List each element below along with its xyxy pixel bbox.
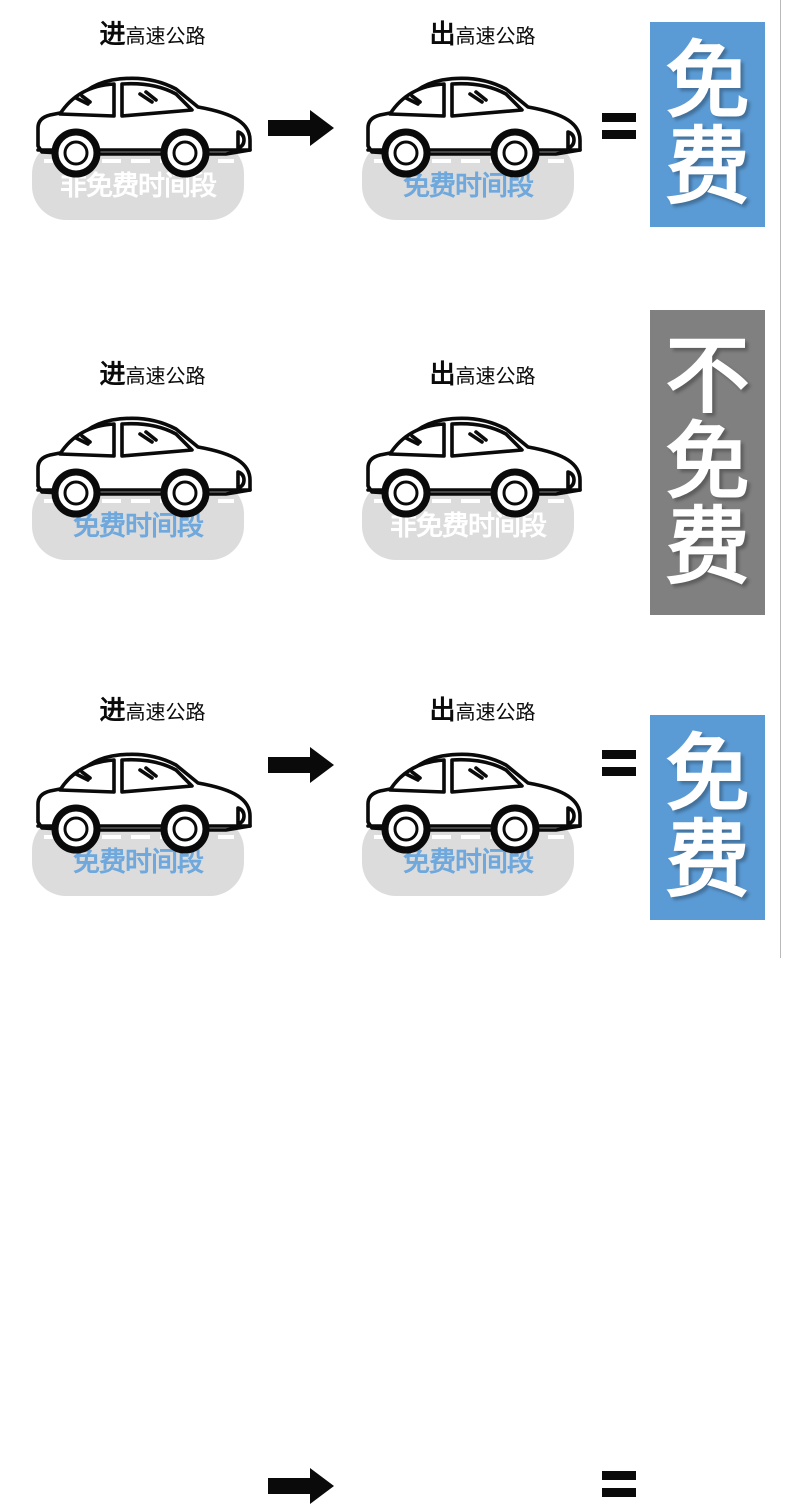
enter-title-suffix: 高速公路 [125,24,206,48]
result-char: 免 [665,724,750,823]
rule-row-1: 进高速公路 非免费时间段 [0,0,787,290]
exit-title-row1: 出高速公路 [360,22,605,48]
exit-scene-row1: 出高速公路 免费时间段 [360,22,605,237]
enter-title-row3: 进高速公路 [30,698,275,724]
result-char: 费 [665,810,750,909]
enter-scene-row3: 进高速公路 免费时间段 [30,698,275,913]
enter-title-suffix: 高速公路 [125,364,206,388]
road-period-label: 非免费时间段 [390,511,547,542]
equals-icon [602,113,636,139]
result-char: 不 [665,326,750,425]
equals-icon [602,1471,636,1497]
exit-title-suffix: 高速公路 [455,24,536,48]
enter-scene-row1: 进高速公路 非免费时间段 [30,22,275,237]
lane-dashes-icon [44,835,234,839]
lane-dashes-icon [374,159,564,163]
lane-dashes-icon [374,499,564,503]
exit-title-prefix: 出 [429,20,456,50]
car-icon [36,416,252,518]
car-icon [36,76,252,178]
result-char: 免 [665,412,750,511]
arrow-right-icon [268,1466,334,1506]
result-badge-row2: 不 免 费 [650,310,765,615]
lane-dashes-icon [374,835,564,839]
enter-title-prefix: 进 [99,360,126,390]
equals-icon [602,750,636,776]
rule-row-2: 进高速公路 免费时间段 [0,290,787,783]
result-char: 费 [665,498,750,597]
exit-title-prefix: 出 [429,360,456,390]
enter-title-prefix: 进 [99,696,126,726]
exit-title-row2: 出高速公路 [360,362,605,388]
wheel-icons [51,804,210,854]
wheel-icons [381,468,540,518]
arrow-right-icon [268,108,334,148]
exit-title-row3: 出高速公路 [360,698,605,724]
lane-dashes-icon [44,159,234,163]
car-icon [366,76,582,178]
exit-scene-row2: 出高速公路 非免费时间段 [360,362,605,577]
enter-title-prefix: 进 [99,20,126,50]
exit-title-prefix: 出 [429,696,456,726]
car-icon [366,416,582,518]
exit-scene-row3: 出高速公路 免费时间段 [360,698,605,913]
result-char: 免 [665,31,750,130]
enter-title-row2: 进高速公路 [30,362,275,388]
enter-scene-row2: 进高速公路 免费时间段 [30,362,275,577]
arrow-right-icon [268,745,334,785]
wheel-icons [381,128,540,178]
exit-title-suffix: 高速公路 [455,364,536,388]
result-badge-row3: 免 费 [650,715,765,920]
road-period-label: 非免费时间段 [60,171,217,202]
enter-title-suffix: 高速公路 [125,700,206,724]
car-icon [36,752,252,854]
wheel-icons [51,468,210,518]
exit-title-suffix: 高速公路 [455,700,536,724]
car-icon [366,752,582,854]
enter-title-row1: 进高速公路 [30,22,275,48]
rule-row-3: 进高速公路 免费时间段 [0,670,787,1504]
wheel-icons [381,804,540,854]
result-badge-row1: 免 费 [650,22,765,227]
page-right-rule [780,0,781,958]
wheel-icons [51,128,210,178]
lane-dashes-icon [44,499,234,503]
result-char: 费 [665,117,750,216]
